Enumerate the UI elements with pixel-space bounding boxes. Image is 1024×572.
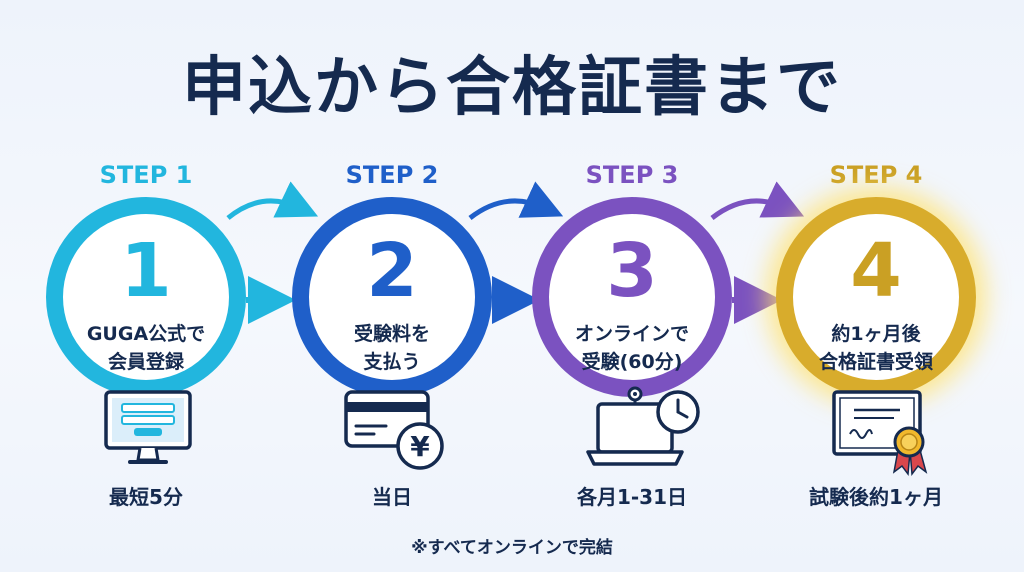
- step-4-description: 約1ヶ月後 合格証書受領: [818, 323, 933, 373]
- step-2-label: STEP 2: [345, 161, 439, 189]
- step-3-description: オンラインで 受験(60分): [574, 323, 689, 373]
- step-2-number: 2: [366, 228, 418, 314]
- step-3-duration: 各月1-31日: [576, 485, 688, 509]
- footnote: ※すべてオンラインで完結: [411, 538, 613, 558]
- step-4-circle: 4 約1ヶ月後 合格証書受領: [776, 197, 976, 397]
- curved-arrow-2-3: [468, 181, 564, 220]
- step-1-label: STEP 1: [99, 161, 193, 189]
- page-title: 申込から合格証書まで: [182, 51, 842, 125]
- step-3-number: 3: [606, 228, 658, 314]
- credit-card-yen-icon: ¥: [344, 390, 444, 470]
- step-3-label: STEP 3: [585, 161, 679, 189]
- step-1-description: GUGA公式で 会員登録: [86, 323, 206, 373]
- yen-symbol: ¥: [410, 430, 430, 463]
- step-4-number: 4: [850, 228, 902, 314]
- step-3-circle: 3 オンラインで 受験(60分): [532, 197, 732, 397]
- step-1-circle: 1 GUGA公式で 会員登録: [46, 197, 246, 397]
- certificate-ribbon-icon: [832, 390, 928, 476]
- step-4-duration: 試験後約1ヶ月: [809, 485, 943, 509]
- monitor-form-icon: [104, 390, 192, 464]
- step-4-label: STEP 4: [829, 161, 923, 189]
- step-2-circle: 2 受験料を 支払う: [292, 197, 492, 397]
- step-1-number: 1: [120, 228, 172, 314]
- curved-arrow-3-4: [710, 181, 805, 220]
- laptop-webcam-clock-icon: [586, 386, 700, 466]
- curved-arrow-1-2: [226, 181, 319, 220]
- step-1-duration: 最短5分: [109, 485, 183, 509]
- step-2-duration: 当日: [372, 485, 412, 509]
- step-2-description: 受験料を 支払う: [353, 323, 430, 373]
